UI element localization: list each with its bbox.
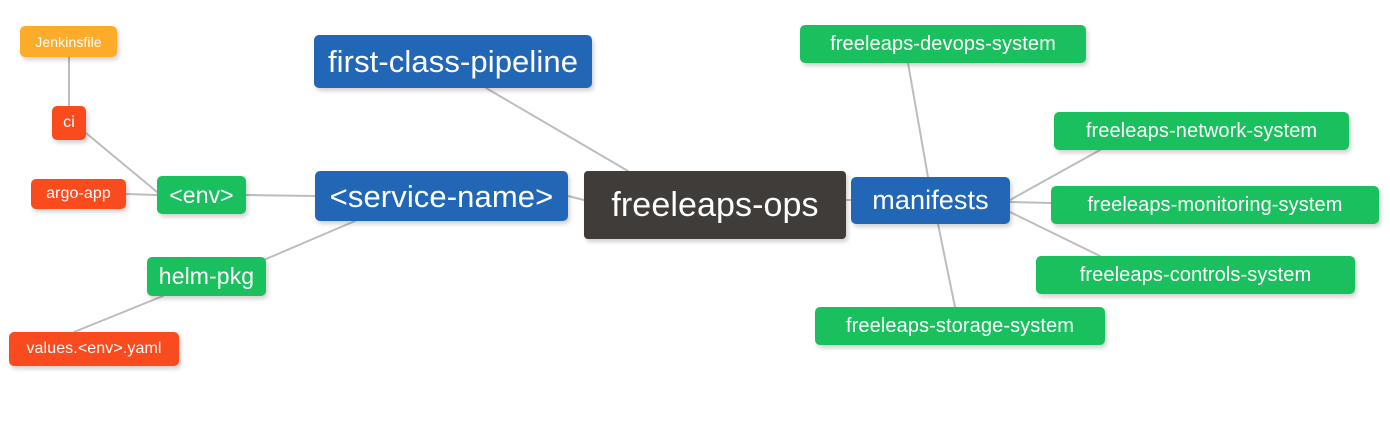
node-jenkinsfile[interactable]: Jenkinsfile: [20, 26, 117, 57]
node-storage-system[interactable]: freeleaps-storage-system: [815, 307, 1105, 345]
node-label-service-name: <service-name>: [329, 178, 554, 214]
node-service-name[interactable]: <service-name>: [315, 171, 568, 221]
edge-first-class-pipeline-to-freeleaps-ops: [485, 87, 629, 172]
edge-helm-pkg-to-values-env-yaml: [73, 295, 164, 333]
edge-service-name-to-helm-pkg: [265, 220, 356, 260]
node-label-argo-app: argo-app: [46, 185, 111, 202]
edge-env-to-service-name: [245, 194, 316, 197]
node-manifests[interactable]: manifests: [851, 177, 1010, 224]
node-label-env: <env>: [169, 181, 234, 208]
edge-manifests-to-devops-system: [907, 62, 929, 178]
edge-service-name-to-freeleaps-ops: [567, 195, 585, 201]
node-controls-system[interactable]: freeleaps-controls-system: [1036, 256, 1355, 294]
edge-argo-app-to-env: [125, 193, 158, 196]
node-network-system[interactable]: freeleaps-network-system: [1054, 112, 1349, 150]
node-label-manifests: manifests: [872, 185, 989, 215]
edge-manifests-to-storage-system: [937, 223, 956, 308]
node-label-jenkinsfile: Jenkinsfile: [35, 33, 102, 50]
node-devops-system[interactable]: freeleaps-devops-system: [800, 25, 1086, 63]
node-label-controls-system: freeleaps-controls-system: [1079, 264, 1312, 286]
node-freeleaps-ops[interactable]: freeleaps-ops: [584, 171, 846, 239]
node-env[interactable]: <env>: [157, 176, 246, 214]
node-monitoring-system[interactable]: freeleaps-monitoring-system: [1051, 186, 1379, 224]
node-first-class-pipeline[interactable]: first-class-pipeline: [314, 35, 592, 88]
node-label-network-system: freeleaps-network-system: [1085, 120, 1318, 142]
node-helm-pkg[interactable]: helm-pkg: [147, 257, 266, 296]
node-label-helm-pkg: helm-pkg: [158, 263, 255, 289]
node-label-devops-system: freeleaps-devops-system: [830, 33, 1056, 55]
node-label-first-class-pipeline: first-class-pipeline: [327, 44, 579, 79]
node-label-storage-system: freeleaps-storage-system: [845, 315, 1075, 337]
edge-manifests-to-monitoring-system: [1009, 201, 1052, 204]
node-label-freeleaps-ops: freeleaps-ops: [611, 186, 819, 224]
node-label-monitoring-system: freeleaps-monitoring-system: [1087, 194, 1343, 216]
node-label-ci: ci: [63, 114, 75, 131]
node-values-env-yaml[interactable]: values.<env>.yaml: [9, 332, 179, 366]
node-label-values-env-yaml: values.<env>.yaml: [26, 340, 162, 357]
node-ci[interactable]: ci: [52, 106, 86, 140]
node-argo-app[interactable]: argo-app: [31, 179, 126, 209]
